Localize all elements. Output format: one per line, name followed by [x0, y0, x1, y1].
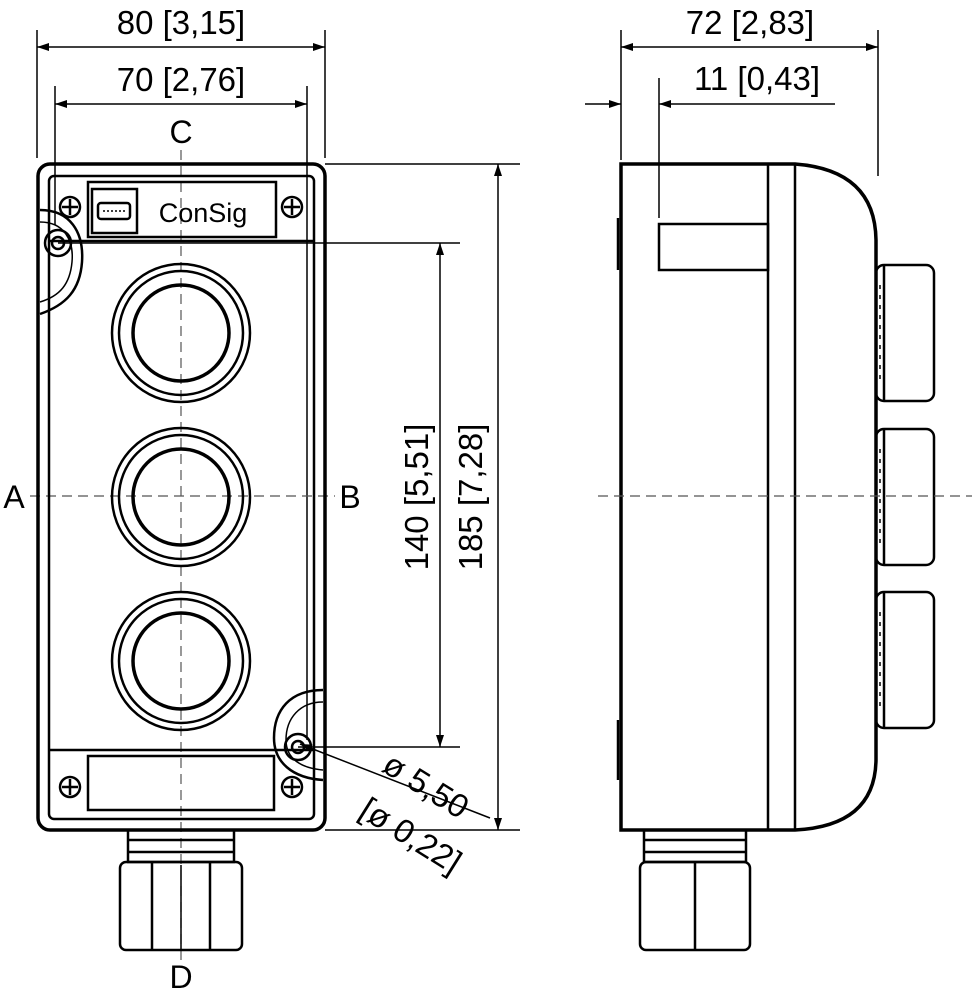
mounting-hole-top [39, 208, 84, 316]
side-button [874, 427, 936, 567]
bottom-label-plate [86, 754, 276, 812]
usb-port-icon [96, 201, 132, 221]
push-button [110, 426, 252, 568]
cable-gland [118, 828, 244, 952]
side-button [874, 263, 936, 403]
axis-label-top: C [169, 114, 192, 150]
depth-text: 72 [2,83] [686, 4, 814, 41]
dimension-overall-height: 185 [7,28] [325, 163, 520, 831]
overall-width-text: 80 [3,15] [117, 4, 245, 41]
side-view: 72 [2,83] 11 [0,43] [585, 4, 972, 952]
hole-diameter-leader: ø 5,50 [ø 0,22] [299, 743, 491, 881]
screw-icon [280, 775, 304, 799]
push-button [110, 590, 252, 732]
push-button [110, 262, 252, 404]
side-button [874, 590, 936, 730]
mounting-width-text: 70 [2,76] [117, 61, 245, 98]
dimension-overall-width: 80 [3,15] [37, 4, 325, 51]
brand-label: ConSig [159, 198, 248, 228]
axis-label-bottom: D [169, 959, 192, 995]
overall-height-text: 185 [7,28] [452, 424, 489, 571]
axis-label-right: B [339, 479, 360, 515]
lid-depth-text: 11 [0,43] [694, 60, 820, 97]
inner-panel [47, 174, 316, 821]
mounting-height-text: 140 [5,51] [398, 424, 435, 571]
screw-icon [58, 195, 82, 219]
usb-slot-side [657, 222, 770, 272]
axis-label-left: A [3, 479, 25, 515]
screw-icon [280, 195, 304, 219]
mounting-hole-bottom [272, 688, 324, 782]
brand-label-plate [86, 180, 278, 239]
dimension-depth: 72 [2,83] [621, 4, 878, 51]
dimension-mounting-height: 140 [5,51] [398, 243, 444, 747]
usb-port-outline [90, 187, 139, 235]
side-housing-outline [619, 162, 878, 832]
screw-icon [58, 775, 82, 799]
dimension-mounting-width: 70 [2,76] [55, 61, 307, 108]
dimension-lid-depth: 11 [0,43] [585, 60, 835, 108]
side-cable-gland [638, 828, 752, 952]
